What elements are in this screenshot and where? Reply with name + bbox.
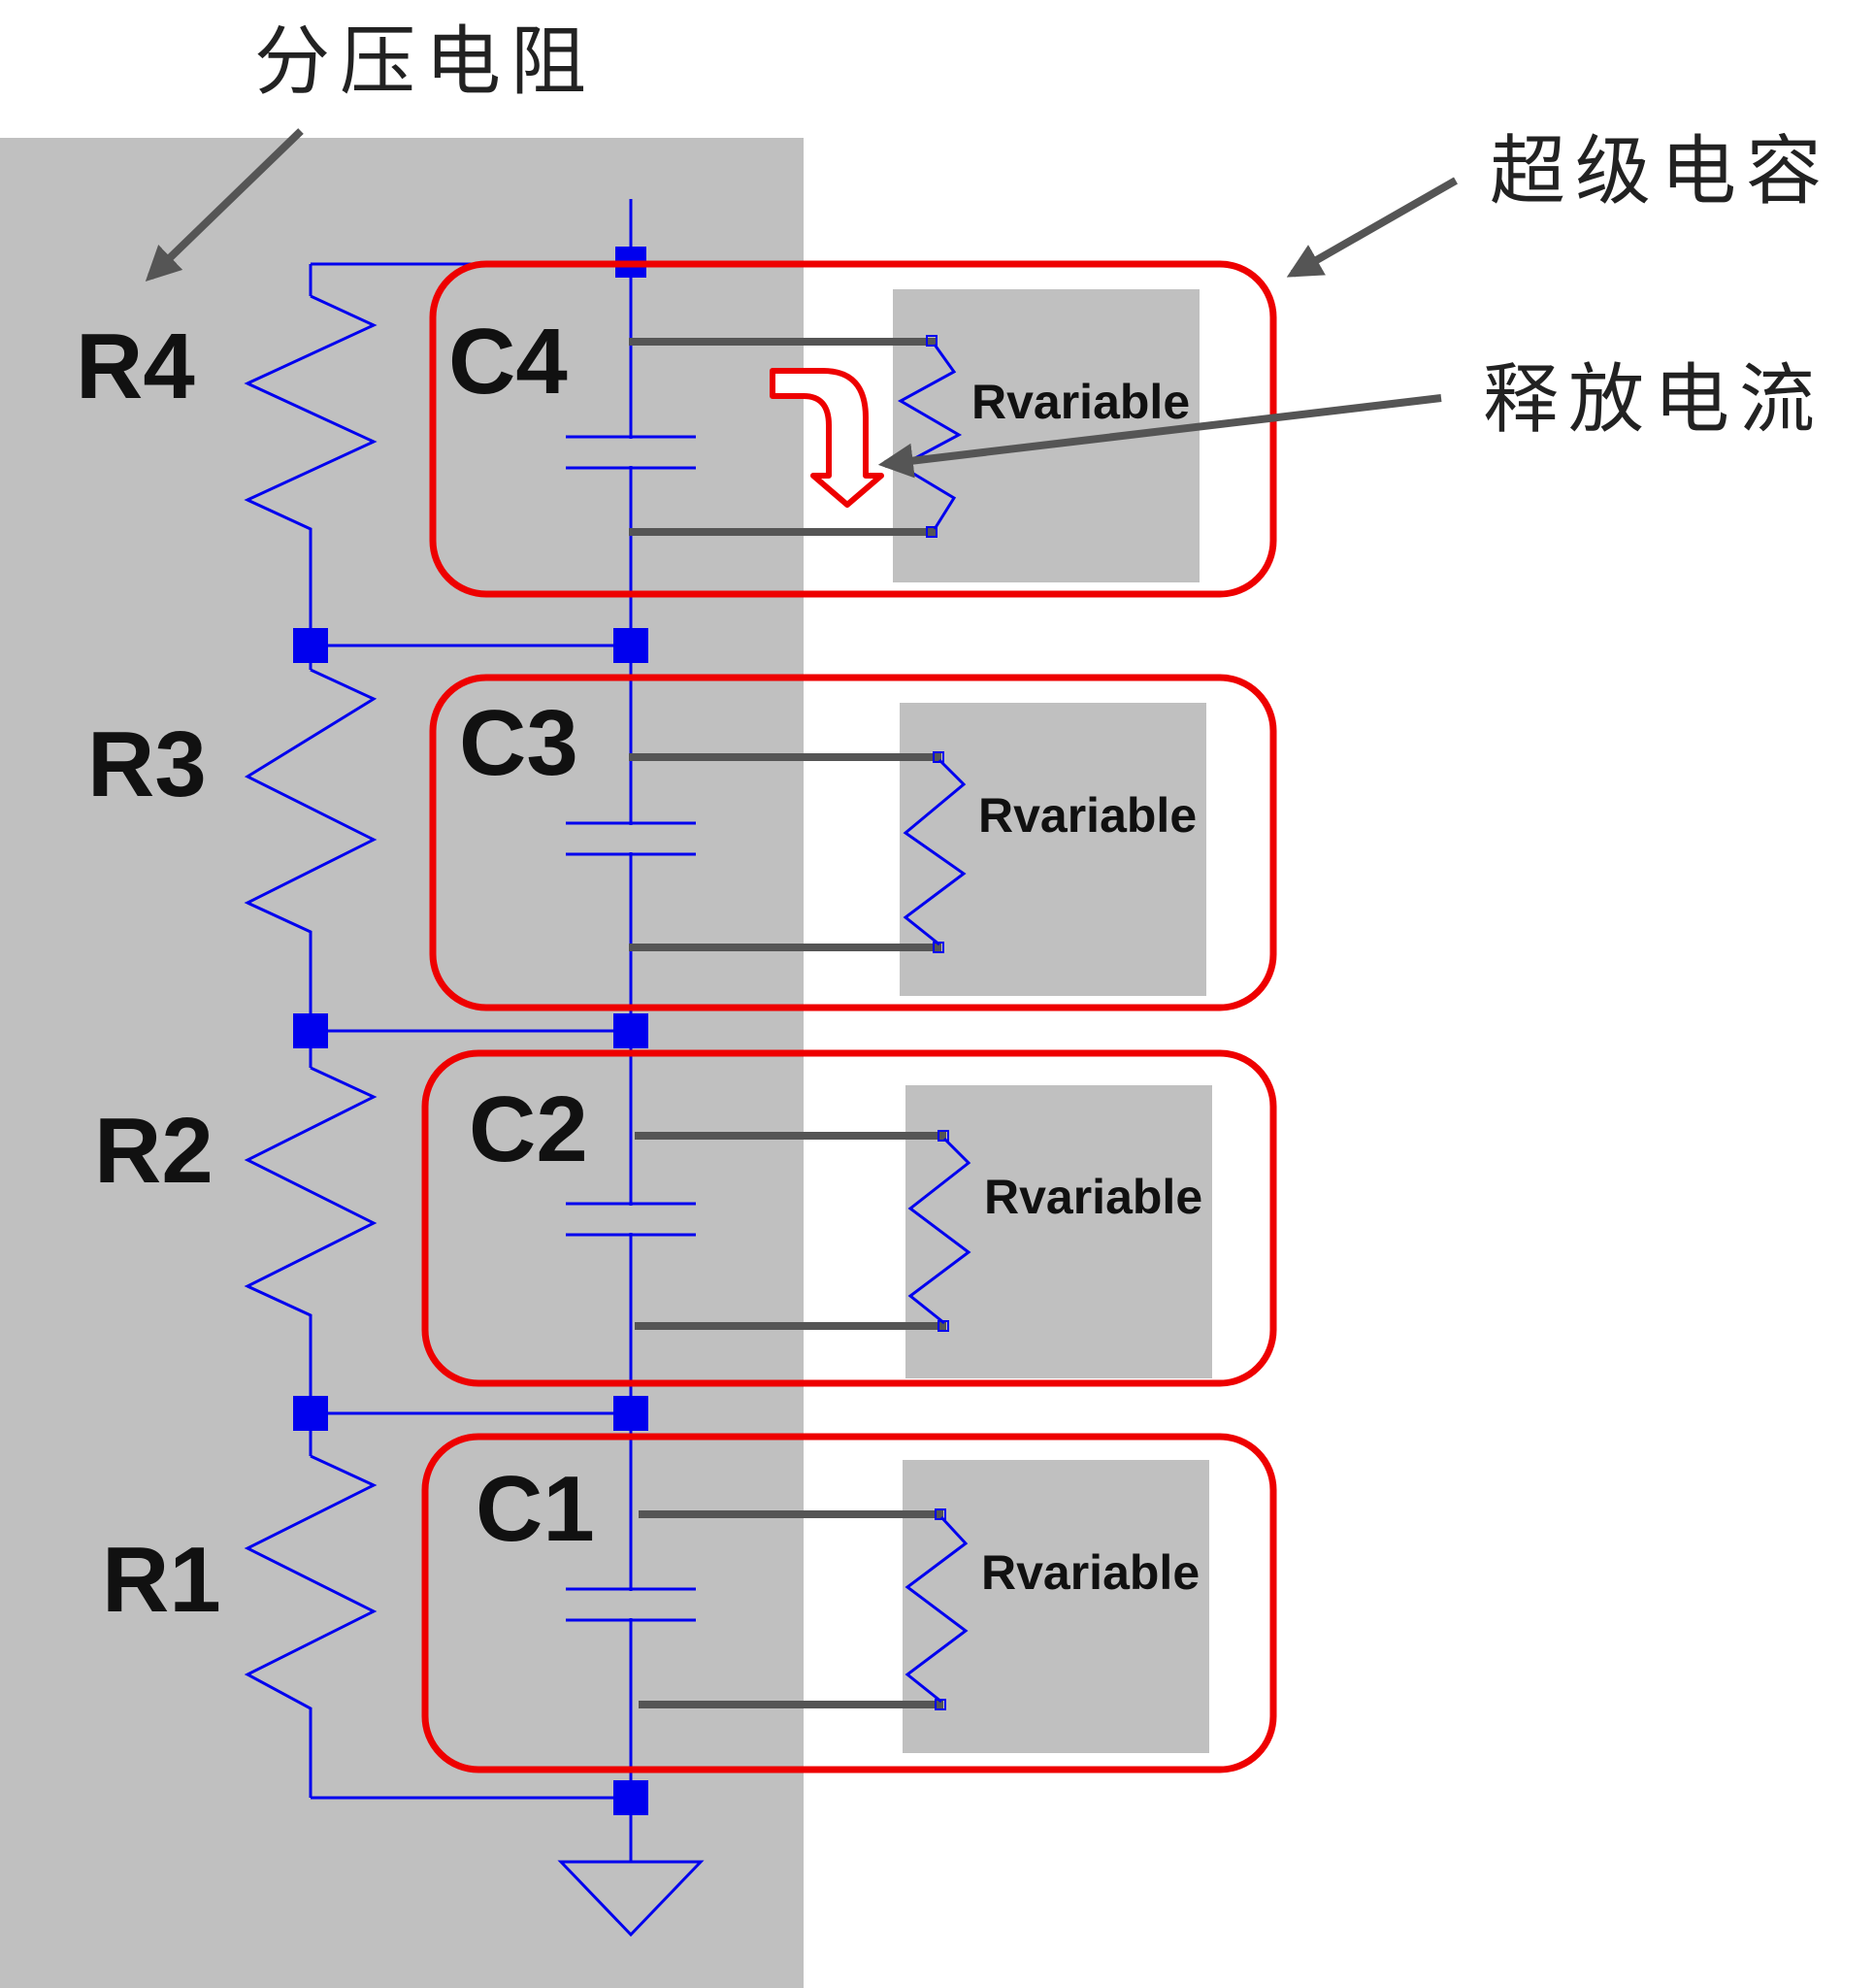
resistor-r1-symbol xyxy=(244,1454,378,1752)
capacitor-label-c1: C1 xyxy=(476,1457,595,1561)
capacitor-label-c4: C4 xyxy=(448,310,568,414)
supercap-box-c1 xyxy=(421,1433,1277,1773)
callout-divider-resistor: 分压电阻 xyxy=(254,18,596,106)
supercap-box-c4 xyxy=(429,260,1277,598)
capacitor-label-c3: C3 xyxy=(459,691,578,795)
rvariable-c4-symbol xyxy=(897,344,963,530)
lead-c3 xyxy=(629,753,941,951)
resistor-label-r1: R1 xyxy=(102,1528,221,1632)
resistor-label-r3: R3 xyxy=(87,712,207,816)
schematic-background xyxy=(0,138,804,1988)
resistor-label-r2: R2 xyxy=(94,1099,214,1203)
rvariable-label-c3: Rvariable xyxy=(978,788,1197,843)
callout-discharge-current: 释放电流 xyxy=(1483,356,1825,444)
rvariable-c3-symbol xyxy=(903,758,967,946)
rvariable-label-c4: Rvariable xyxy=(971,375,1190,429)
rvariable-c2-symbol xyxy=(907,1137,971,1325)
lead-c2 xyxy=(635,1132,946,1330)
rvariable-c1-symbol xyxy=(905,1515,969,1704)
lead-c1 xyxy=(639,1510,943,1708)
rvariable-box-c2 xyxy=(905,1085,1212,1378)
lead-c4 xyxy=(629,338,937,536)
rvariable-label-c1: Rvariable xyxy=(981,1545,1200,1600)
capacitor-label-c2: C2 xyxy=(469,1077,588,1181)
capacitor-c2-plates xyxy=(566,1202,696,1237)
rvariable-label-c2: Rvariable xyxy=(984,1170,1202,1224)
resistor-r4-symbol xyxy=(244,294,378,548)
resistor-label-r4: R4 xyxy=(76,315,195,418)
resistor-r3-symbol xyxy=(244,668,378,942)
rvariable-box-c1 xyxy=(903,1460,1209,1753)
pointer-arrow-supercap xyxy=(1286,177,1458,278)
capacitor-c4-plates xyxy=(566,435,696,470)
resistor-r2-symbol xyxy=(244,1066,378,1320)
rvariable-box-c3 xyxy=(900,703,1206,996)
rvariable-terminals xyxy=(926,335,949,1710)
pointer-arrow-current xyxy=(877,394,1442,479)
callout-supercapacitor: 超级电容 xyxy=(1490,128,1831,215)
current-flow-arrow-icon xyxy=(770,368,884,508)
capacitor-c3-plates xyxy=(566,821,696,856)
supercap-box-c3 xyxy=(429,674,1277,1011)
supercap-box-c2 xyxy=(421,1049,1277,1387)
capacitor-c1-plates xyxy=(566,1587,696,1622)
pointer-arrow-divider xyxy=(145,128,304,282)
circuit-nodes xyxy=(293,247,648,1815)
